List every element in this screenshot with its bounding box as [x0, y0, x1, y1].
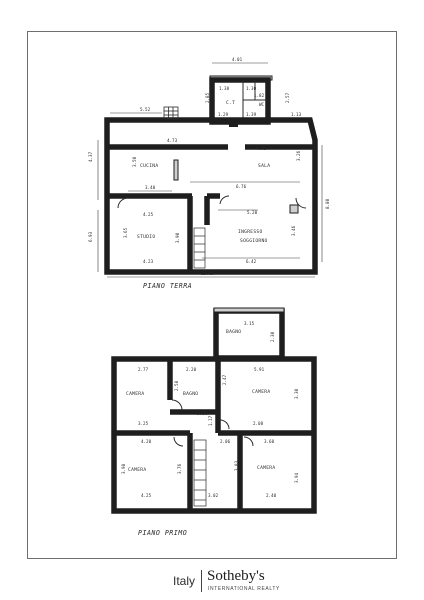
ground-floor-title: PIANO TERRA [143, 282, 192, 290]
dim-mid-span: 6.76 [236, 184, 247, 189]
brand-logo-name: Sotheby's [207, 568, 265, 584]
dim-left-height-2: 6.93 [88, 231, 93, 242]
dim-kitchen-top: 4.73 [167, 138, 178, 143]
dim-ct-bottom: 1.39 [246, 112, 257, 117]
dim-br-side: 3.83 [234, 460, 239, 471]
brand-divider [201, 570, 202, 592]
brand-logo-sub: INTERNATIONAL REALTY [208, 586, 280, 592]
room-ingresso: INGRESSO [238, 229, 263, 235]
ground-floor-outer-walls [104, 117, 318, 275]
dim-hall-side: 3.46 [291, 225, 296, 236]
dim-tr-width: 2.06 [220, 439, 231, 444]
dim-stair-width: 5.52 [140, 107, 151, 112]
dim-ct-top-b: 1.30 [246, 86, 257, 91]
room-camera-bottom-right: CAMERA [257, 465, 275, 471]
dim-bagno-top-width: 3.15 [244, 321, 255, 326]
room-camera-bottom-left: CAMERA [128, 467, 146, 473]
dim-br-bottom: 2.40 [266, 493, 277, 498]
dim-bagno-top-height: 2.30 [270, 331, 275, 342]
dim-tr-top: 5.91 [254, 367, 265, 372]
dim-bl-top: 4.20 [141, 439, 152, 444]
dim-sala-top: 4.95 [256, 146, 267, 151]
dim-right-height: 8.80 [325, 198, 330, 209]
dim-ct-left: 2.85 [205, 92, 210, 103]
room-camera-top-left: CAMERA [126, 391, 144, 397]
dim-tl-top: 2.77 [138, 367, 149, 372]
dim-bottom-width: 12.05 [201, 271, 214, 276]
dim-br-top: 3.60 [264, 439, 275, 444]
sheet-border [27, 31, 397, 559]
dim-bl-side-2: 3.76 [177, 463, 182, 474]
dim-hall-bottom: 6.42 [246, 259, 257, 264]
dim-tl-bottom: 3.25 [138, 421, 149, 426]
room-cucina: CUCINA [140, 163, 158, 169]
dim-sala-side: 3.26 [296, 150, 301, 161]
dim-ct-right: 2.57 [285, 92, 290, 103]
dim-tl-top-2: 2.20 [186, 367, 197, 372]
dim-kitchen-bottom: 3.40 [145, 185, 156, 190]
brand-country: Italy [172, 574, 195, 588]
first-floor-title: PIANO PRIMO [138, 529, 187, 537]
dim-studio-side: 3.65 [123, 227, 128, 238]
dim-hall-width: 5.20 [247, 210, 258, 215]
room-studio: STUDIO [137, 234, 155, 240]
dim-studio-top: 4.25 [143, 212, 154, 217]
dim-bm-bottom: 3.02 [208, 493, 219, 498]
dim-tr-side: 2.47 [222, 374, 227, 385]
dim-bl-side: 3.98 [121, 463, 126, 474]
room-soggiorno: SOGGIORNO [240, 238, 268, 244]
dim-left-height: 4.37 [88, 151, 93, 162]
ground-floor-plan [97, 62, 323, 278]
dim-top-width: 4.01 [232, 57, 243, 62]
room-bagno-mid: BAGNO [183, 391, 198, 397]
dim-kitchen-side: 3.50 [132, 156, 137, 167]
dim-tl-side: 2.58 [174, 380, 179, 391]
dim-right-top: 1.13 [291, 112, 302, 117]
brand-footer: Italy Sotheby's INTERNATIONAL REALTY [0, 566, 424, 596]
room-bagno-top: BAGNO [226, 329, 241, 335]
dim-tr-bottom: 2.08 [253, 421, 264, 426]
dim-ct-small: 1.82 [254, 93, 265, 98]
room-ct: C.T [226, 100, 235, 106]
dim-ct-mid: 1.29 [218, 112, 229, 117]
room-camera-top-right: CAMERA [252, 389, 270, 395]
first-floor-plan [111, 307, 317, 514]
dim-bagno-mid-width: 3.50 [197, 411, 208, 416]
room-sala: SALA [258, 163, 270, 169]
dim-bl-bottom: 4.25 [141, 493, 152, 498]
dim-studio-bottom: 4.23 [143, 259, 154, 264]
dim-br-side-2: 3.94 [294, 472, 299, 483]
floor-plan: CUCINA SALA STUDIO INGRESSO SOGGIORNO C.… [88, 57, 330, 537]
dim-mid-small: 1.17 [208, 415, 213, 426]
dim-ct-top-a: 1.38 [219, 86, 230, 91]
first-floor-outer-walls [111, 356, 317, 514]
dim-tr-side-2: 3.30 [294, 388, 299, 399]
room-wc: WC [259, 102, 265, 107]
dim-studio-side-2: 3.90 [175, 232, 180, 243]
